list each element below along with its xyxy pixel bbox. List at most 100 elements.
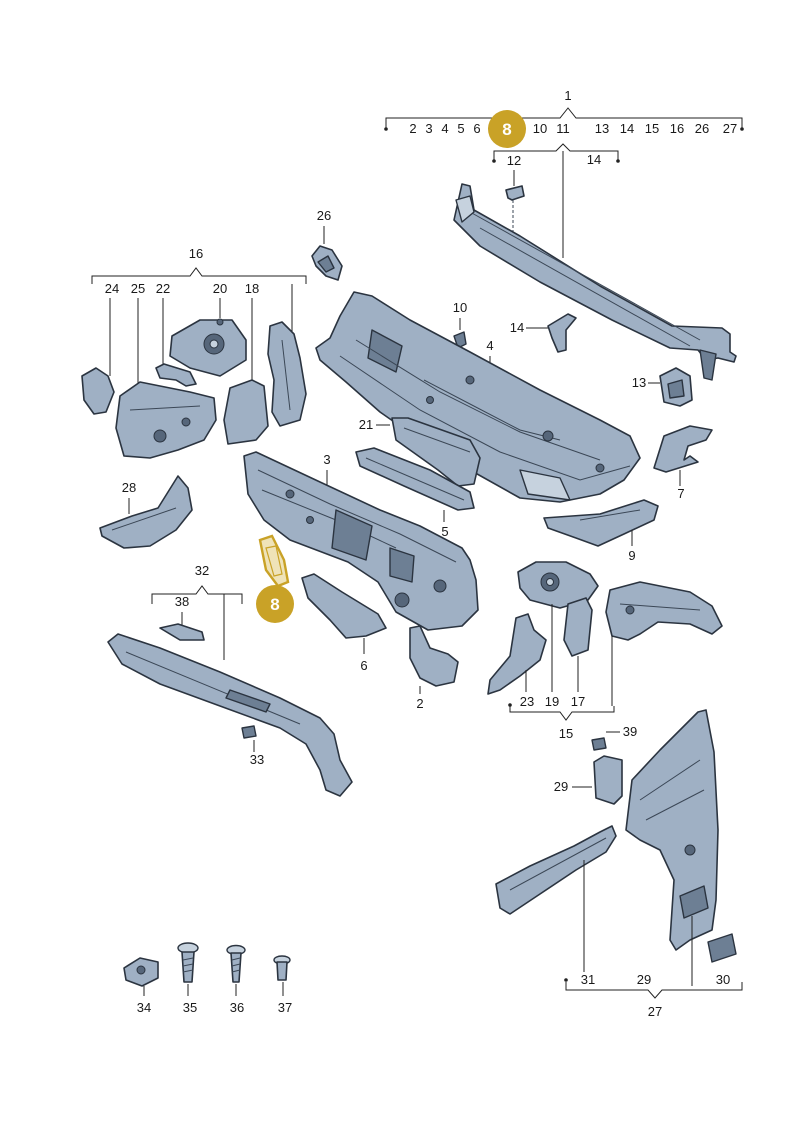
callout-top-16: 16 xyxy=(670,121,684,136)
left-group-numbers: 24 25 22 20 18 xyxy=(105,281,293,392)
top-group-numbers: 2 3 4 5 6 10 11 13 14 15 16 26 27 xyxy=(409,121,737,136)
part-28: 28 xyxy=(99,475,193,549)
svg-text:13: 13 xyxy=(632,375,646,390)
svg-text:33: 33 xyxy=(250,752,264,767)
callout-top-5: 5 xyxy=(457,121,464,136)
callout-top-14: 14 xyxy=(620,121,634,136)
part-13: 13 xyxy=(632,367,693,407)
part-30: 30 xyxy=(707,933,737,987)
svg-text:19: 19 xyxy=(545,694,559,709)
part-27-pillar xyxy=(625,709,719,986)
svg-text:21: 21 xyxy=(359,417,373,432)
svg-text:7: 7 xyxy=(677,486,684,501)
svg-text:37: 37 xyxy=(278,1000,292,1015)
svg-text:35: 35 xyxy=(183,1000,197,1015)
svg-text:32: 32 xyxy=(195,563,209,578)
group-bracket-32: 32 38 xyxy=(151,563,243,660)
part-18 xyxy=(223,379,269,445)
part-16-unit xyxy=(267,321,307,427)
part-9: 9 xyxy=(543,499,659,563)
part-19 xyxy=(517,561,599,609)
part-32-long-member xyxy=(107,633,353,797)
part-34-nut: 34 xyxy=(123,957,159,1015)
highlight-badge-part: 8 xyxy=(256,585,294,623)
part-12-bracket xyxy=(505,185,525,201)
callout-25: 25 xyxy=(131,281,145,296)
part-37-clip: 37 xyxy=(273,955,292,1015)
svg-text:8: 8 xyxy=(270,595,279,614)
svg-text:30: 30 xyxy=(716,972,730,987)
part-21: 21 xyxy=(359,417,481,487)
part-24 xyxy=(81,367,115,415)
svg-text:6: 6 xyxy=(360,658,367,673)
svg-text:36: 36 xyxy=(230,1000,244,1015)
callout-top-10: 10 xyxy=(533,121,547,136)
svg-text:31: 31 xyxy=(581,972,595,987)
part-35-screw: 35 xyxy=(177,942,199,1015)
callout-14-top: 14 xyxy=(587,152,601,167)
part-4-scuttle-panel: 4 xyxy=(315,291,641,503)
part-20 xyxy=(169,318,247,377)
callout-top-4: 4 xyxy=(441,121,448,136)
part-8-highlighted xyxy=(258,534,290,592)
callout-18: 18 xyxy=(245,281,259,296)
callout-top-3: 3 xyxy=(425,121,432,136)
part-31: 31 xyxy=(495,825,617,987)
callout-top-6: 6 xyxy=(473,121,480,136)
part-15-right-panel xyxy=(605,581,723,641)
part-6: 6 xyxy=(301,573,387,673)
sub-bracket-11: 14 12 xyxy=(492,143,620,258)
callout-top-15: 15 xyxy=(645,121,659,136)
callout-top-13: 13 xyxy=(595,121,609,136)
svg-text:27: 27 xyxy=(648,1004,662,1019)
svg-text:23: 23 xyxy=(520,694,534,709)
part-17 xyxy=(563,597,593,657)
svg-text:34: 34 xyxy=(137,1000,151,1015)
svg-text:26: 26 xyxy=(317,208,331,223)
callout-12: 12 xyxy=(507,153,521,168)
callout-22: 22 xyxy=(156,281,170,296)
callout-20: 20 xyxy=(213,281,227,296)
svg-text:17: 17 xyxy=(571,694,585,709)
svg-text:9: 9 xyxy=(628,548,635,563)
part-29-bracket: 29 xyxy=(554,755,623,805)
group-bracket-27: 29 27 xyxy=(564,972,743,1019)
part-39: 39 xyxy=(591,724,637,751)
callout-top-26: 26 xyxy=(695,121,709,136)
group-bracket-1: 1 xyxy=(384,88,744,131)
callout-1: 1 xyxy=(564,88,571,103)
part-22 xyxy=(155,363,197,387)
callout-top-27: 27 xyxy=(723,121,737,136)
svg-text:39: 39 xyxy=(623,724,637,739)
svg-text:16: 16 xyxy=(189,246,203,261)
callout-top-2: 2 xyxy=(409,121,416,136)
part-36-screw: 36 xyxy=(226,944,246,1015)
svg-text:29: 29 xyxy=(637,972,651,987)
part-26: 26 xyxy=(311,208,343,281)
part-25 xyxy=(115,381,217,459)
group-bracket-15: 23 19 17 15 xyxy=(508,604,615,741)
svg-text:15: 15 xyxy=(559,726,573,741)
svg-text:3: 3 xyxy=(323,452,330,467)
part-10: 10 xyxy=(453,300,467,349)
callout-24: 24 xyxy=(105,281,119,296)
svg-text:4: 4 xyxy=(486,338,493,353)
svg-text:28: 28 xyxy=(122,480,136,495)
part-2: 2 xyxy=(409,625,459,711)
part-11-cross-member xyxy=(453,183,737,381)
svg-text:2: 2 xyxy=(416,696,423,711)
part-33: 33 xyxy=(241,725,264,767)
svg-text:14: 14 xyxy=(510,320,524,335)
part-38 xyxy=(159,623,205,641)
part-3-bulkhead: 3 xyxy=(243,451,479,631)
callout-top-11: 11 xyxy=(556,121,570,136)
svg-text:29: 29 xyxy=(554,779,568,794)
svg-text:8: 8 xyxy=(502,120,511,139)
svg-text:38: 38 xyxy=(175,594,189,609)
part-14-bracket: 14 xyxy=(510,313,577,353)
svg-text:5: 5 xyxy=(441,524,448,539)
part-23 xyxy=(487,613,547,695)
svg-text:10: 10 xyxy=(453,300,467,315)
group-bracket-16: 16 xyxy=(91,246,307,284)
